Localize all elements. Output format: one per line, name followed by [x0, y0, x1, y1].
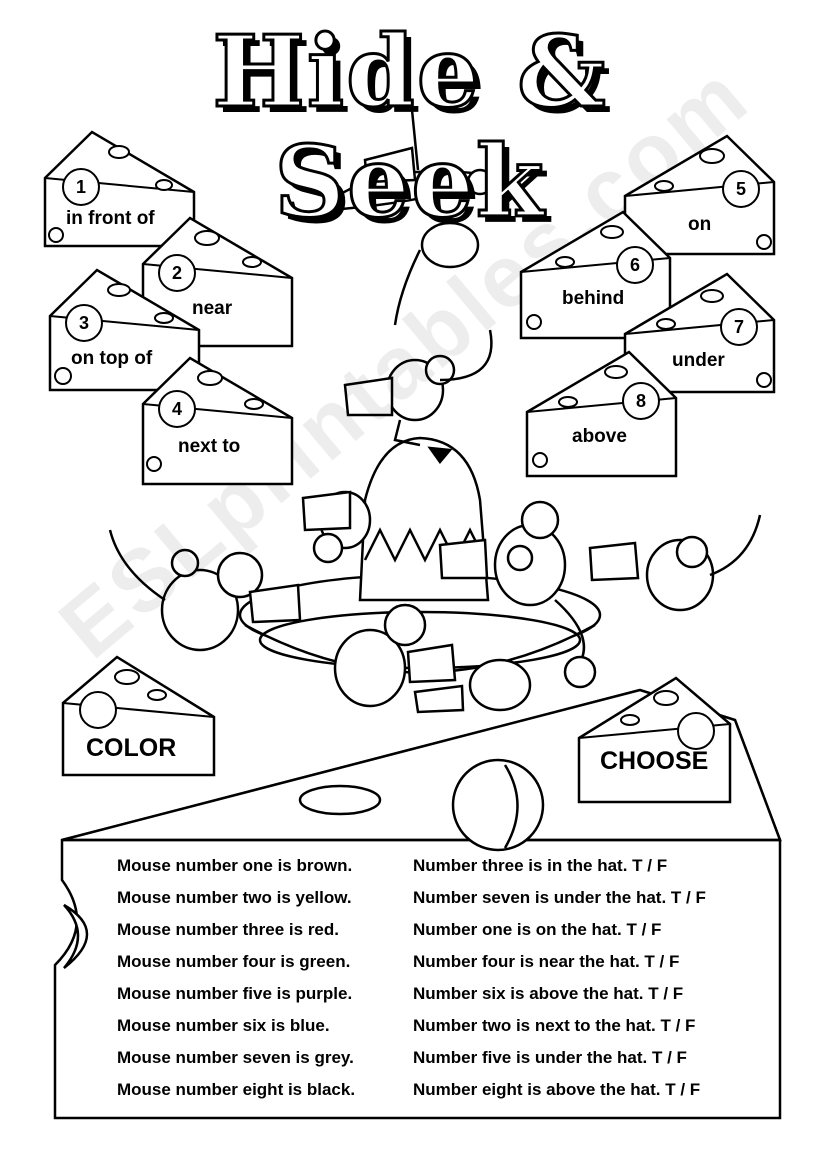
color-sentence: Mouse number one is brown. — [117, 856, 353, 875]
cheese-wedge-3: 3 on top of — [48, 268, 201, 393]
true-false-sentence: Number eight is above the hat. T / F — [413, 1080, 701, 1099]
true-false-sentence: Number six is above the hat. T / F — [413, 984, 684, 1003]
wedge-label-7: under — [672, 350, 725, 371]
choose-cheese-wedge: CHOOSE — [577, 676, 732, 804]
wedge-number-3: 3 — [65, 304, 103, 342]
choose-label: CHOOSE — [600, 747, 709, 775]
wedge-number-4: 4 — [158, 390, 196, 428]
sentence-row: Mouse number seven is grey. Number five … — [117, 1042, 777, 1074]
cheese-wedge-8: 8 above — [525, 350, 678, 480]
mouse-top — [420, 221, 480, 269]
true-false-sentence: Number seven is under the hat. T / F — [413, 888, 706, 907]
color-sentence: Mouse number five is purple. — [117, 984, 353, 1003]
wedge-number-8: 8 — [622, 382, 660, 420]
cheese-hole — [298, 784, 382, 816]
sentence-row: Mouse number three is red. Number one is… — [117, 914, 777, 946]
true-false-sentence: Number five is under the hat. T / F — [413, 1048, 687, 1067]
true-false-sentence: Number three is in the hat. T / F — [413, 856, 668, 875]
page-title: Hide & Seek — [211, 15, 608, 240]
exercise-sentences: Mouse number one is brown. Number three … — [117, 850, 777, 1106]
sentence-row: Mouse number one is brown. Number three … — [117, 850, 777, 882]
sentence-row: Mouse number six is blue. Number two is … — [117, 1010, 777, 1042]
cheese-wedge-6: 6 behind — [519, 210, 672, 342]
mouse-left — [160, 568, 240, 652]
color-sentence: Mouse number six is blue. — [117, 1016, 330, 1035]
color-sentence: Mouse number three is red. — [117, 920, 339, 939]
mouse-front — [333, 628, 407, 708]
sentence-row: Mouse number eight is black. Number eigh… — [117, 1074, 777, 1106]
color-sentence: Mouse number seven is grey. — [117, 1048, 354, 1067]
wedge-number-1: 1 — [62, 168, 100, 206]
wedge-number-2: 2 — [158, 254, 196, 292]
sentence-row: Mouse number two is yellow. Number seven… — [117, 882, 777, 914]
wedge-label-1: in front of — [66, 208, 155, 229]
wedge-label-6: behind — [562, 288, 625, 309]
wedge-number-6: 6 — [616, 246, 654, 284]
small-cheese — [363, 146, 417, 184]
wedge-label-2: near — [192, 298, 233, 319]
cheese-wedge-5: 5 on — [623, 134, 776, 258]
wedge-label-4: next to — [178, 436, 241, 457]
color-cheese-wedge: COLOR — [61, 655, 216, 777]
true-false-sentence: Number four is near the hat. T / F — [413, 952, 680, 971]
color-sentence: Mouse number four is green. — [117, 952, 351, 971]
wedge-label-5: on — [688, 214, 712, 235]
wedge-label-3: on top of — [71, 348, 153, 369]
cheese-wedge-1: 1 in front of — [43, 130, 196, 250]
sentence-row: Mouse number five is purple. Number six … — [117, 978, 777, 1010]
cheese-wedge-4: 4 next to — [141, 356, 294, 486]
color-label: COLOR — [86, 734, 177, 762]
cheese-wedge-2: 2 near — [141, 216, 294, 348]
sentence-row: Mouse number four is green. Number four … — [117, 946, 777, 978]
true-false-sentence: Number one is on the hat. T / F — [413, 920, 662, 939]
true-false-sentence: Number two is next to the hat. T / F — [413, 1016, 696, 1035]
wedge-label-8: above — [572, 426, 627, 447]
wedge-number-5: 5 — [722, 170, 760, 208]
wedge-number-7: 7 — [720, 308, 758, 346]
color-sentence: Mouse number two is yellow. — [117, 888, 352, 907]
cheese-wedge-7: 7 under — [623, 272, 776, 394]
color-sentence: Mouse number eight is black. — [117, 1080, 356, 1099]
cheese-ball — [451, 758, 545, 852]
cheese-side-hole — [63, 903, 89, 969]
